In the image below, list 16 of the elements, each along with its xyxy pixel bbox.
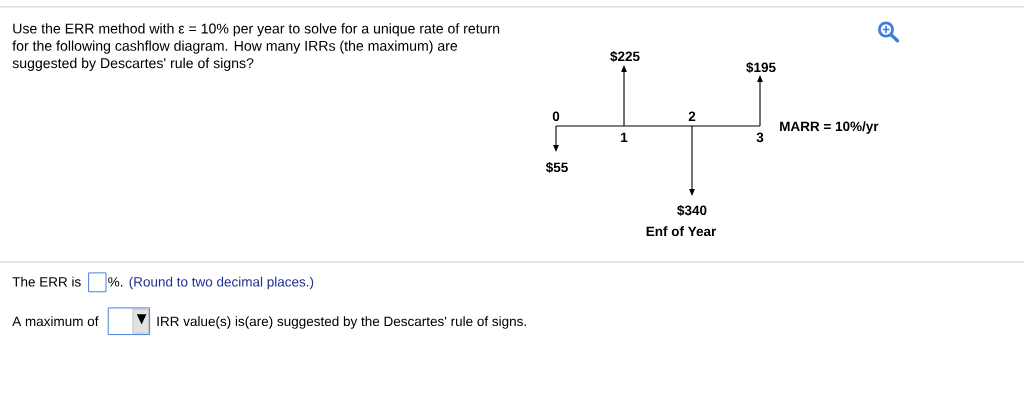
cashflow-amount: $195 [746,61,776,73]
prompt-text: IRR value(s) is(are) suggested by the Descartes' rule of signs. [157,316,526,329]
hint-text: (Round to two decimal places.) [129,276,314,290]
cashflow-amount: $340 [677,204,707,216]
cashflow-amount: $225 [610,50,640,62]
prompt-text: A maximum of [12,316,99,327]
period-number: 0 [552,111,560,122]
period-number: 2 [688,111,696,121]
prompt-text: %. [108,277,123,287]
period-number: 1 [621,132,628,142]
rate-label: MARR = 10%/yr [780,121,879,134]
axis-title: Enf of Year [646,226,717,237]
prompt-text: The ERR is [12,276,81,287]
period-number: 3 [756,132,764,143]
cashflow-amount: $55 [545,161,568,173]
question-text: Use the ERR method with ε = 10% per year to solve for a unique rate of return for the following cashflow diagram. How many IRRs (the maximum) are suggested by Descartes' rule of signs? [12,23,500,71]
